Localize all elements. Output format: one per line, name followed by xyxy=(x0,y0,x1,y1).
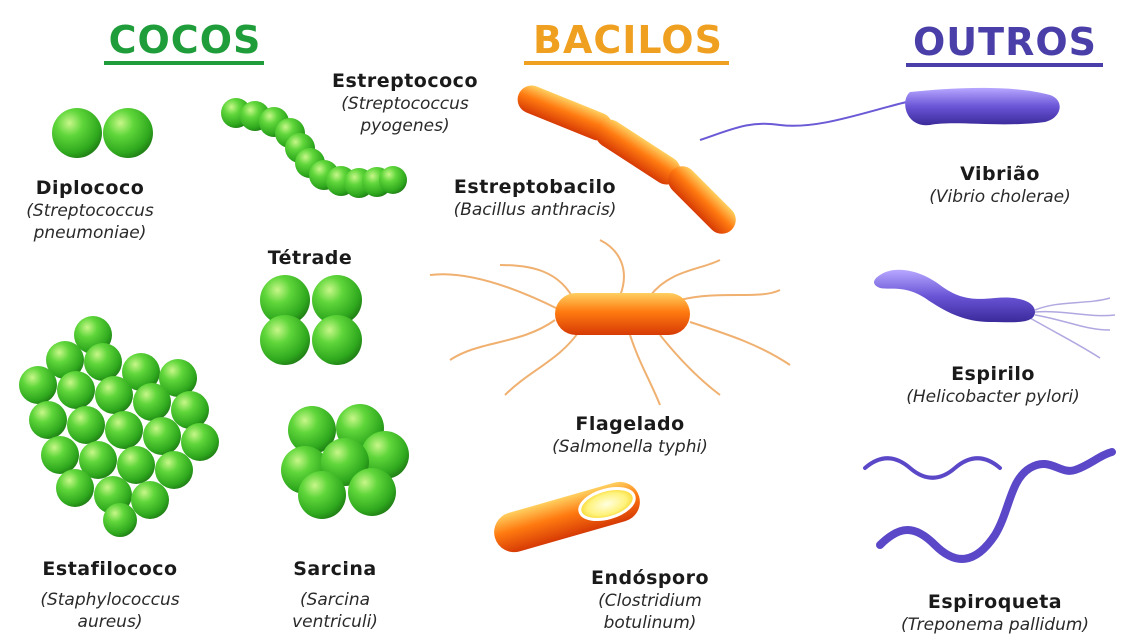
estafilococo-species: (Staphylococcus xyxy=(10,589,210,611)
diplococo-illustration xyxy=(52,108,153,158)
estafilococo-illustration xyxy=(19,316,219,537)
estreptobacilo-label: Estreptobacilo (Bacillus anthracis) xyxy=(430,175,640,221)
diplococo-name: Diplococo xyxy=(0,176,180,200)
flagelado-label: Flagelado (Salmonella typhi) xyxy=(525,412,735,458)
espiroqueta-label: Espiroqueta (Treponema pallidum) xyxy=(870,590,1120,636)
vibriao-illustration xyxy=(700,88,1060,140)
diplococo-species: (Streptococcus xyxy=(0,200,180,222)
espirilo-illustration xyxy=(874,270,1115,358)
sarcina-name: Sarcina xyxy=(260,557,410,581)
tetrade-name: Tétrade xyxy=(240,246,380,270)
espirilo-species: (Helicobacter pylori) xyxy=(868,386,1118,408)
espiroqueta-name: Espiroqueta xyxy=(870,590,1120,614)
bacilos-header-underline xyxy=(524,61,729,65)
outros-header-underline xyxy=(906,63,1103,67)
vibriao-species: (Vibrio cholerae) xyxy=(895,186,1105,208)
estafilococo-species-cont: aureus) xyxy=(10,611,210,633)
endosporo-name: Endósporo xyxy=(565,566,735,590)
sarcina-species-cont: ventriculi) xyxy=(260,611,410,633)
sarcina-species: (Sarcina xyxy=(260,589,410,611)
endosporo-species-cont: botulinum) xyxy=(565,612,735,634)
tetrade-label: Tétrade xyxy=(240,246,380,270)
diplococo-label: Diplococo (Streptococcus pneumoniae) xyxy=(0,176,180,244)
flagelado-illustration xyxy=(430,240,790,405)
cocos-header-underline xyxy=(104,61,264,65)
estafilococo-name: Estafilococo xyxy=(10,557,210,581)
diplococo-species-cont: pneumoniae) xyxy=(0,222,180,244)
espiroqueta-species: (Treponema pallidum) xyxy=(870,614,1120,636)
estreptococo-label: Estreptococo (Streptococcus pyogenes) xyxy=(305,69,505,137)
endosporo-label: Endósporo (Clostridium botulinum) xyxy=(565,566,735,634)
sarcina-label: Sarcina (Sarcina ventriculi) xyxy=(260,557,410,633)
vibriao-name: Vibrião xyxy=(895,162,1105,186)
flagelado-species: (Salmonella typhi) xyxy=(525,436,735,458)
estreptococo-species: (Streptococcus xyxy=(305,93,505,115)
estafilococo-label: Estafilococo (Staphylococcus aureus) xyxy=(10,557,210,633)
espirilo-label: Espirilo (Helicobacter pylori) xyxy=(868,362,1118,408)
espirilo-name: Espirilo xyxy=(868,362,1118,386)
cocos-header: COCOS xyxy=(100,20,270,60)
outros-header: OUTROS xyxy=(900,22,1110,62)
endosporo-species: (Clostridium xyxy=(565,590,735,612)
estreptococo-name: Estreptococo xyxy=(305,69,505,93)
estreptobacilo-name: Estreptobacilo xyxy=(430,175,640,199)
sarcina-illustration xyxy=(281,404,409,519)
tetrade-illustration xyxy=(260,275,362,365)
bacilos-header: BACILOS xyxy=(518,20,738,60)
estreptobacilo-species: (Bacillus anthracis) xyxy=(430,199,640,221)
endosporo-illustration xyxy=(489,477,644,557)
vibriao-label: Vibrião (Vibrio cholerae) xyxy=(895,162,1105,208)
flagelado-name: Flagelado xyxy=(525,412,735,436)
espiroqueta-illustration xyxy=(865,452,1112,559)
estreptococo-species-cont: pyogenes) xyxy=(305,115,505,137)
